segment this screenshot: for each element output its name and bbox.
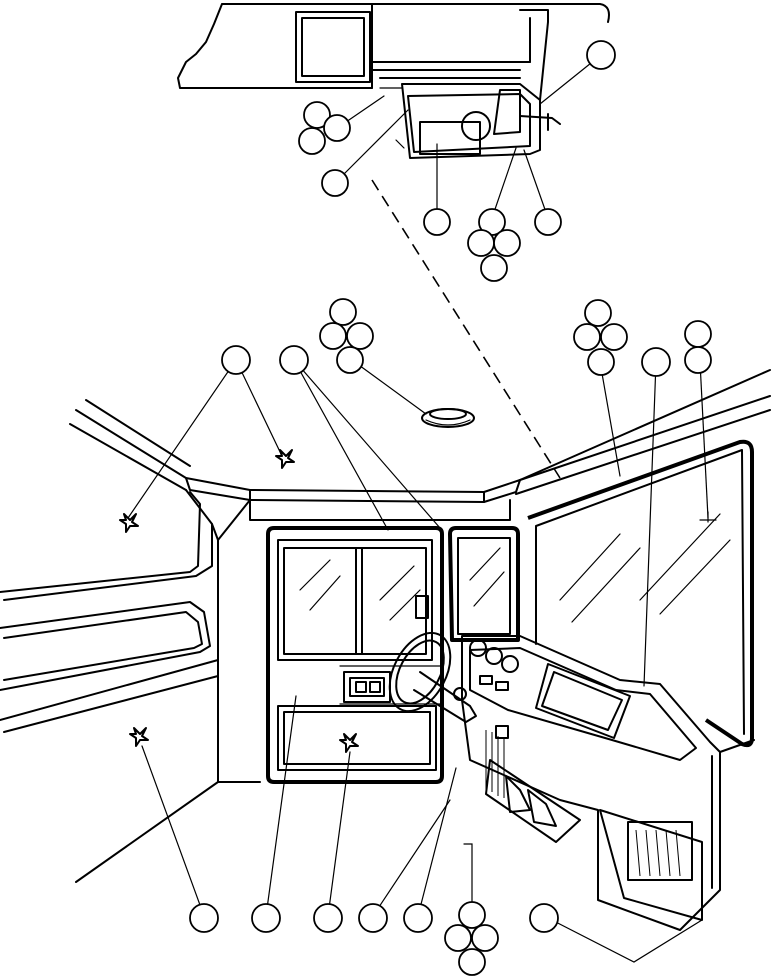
callout-balloon [298,127,326,155]
callout-balloon [189,903,219,933]
callout-balloon [529,903,559,933]
callout-balloon [587,348,615,376]
callout-balloon [458,901,486,929]
callout-balloon [403,903,433,933]
callout-balloon [303,101,331,129]
detail-location-line [371,179,561,479]
windshield [527,439,754,748]
callout-balloon [329,298,357,326]
callout-balloon [600,323,628,351]
callout-balloon [458,948,486,976]
callout-balloon [321,169,349,197]
callout-balloon [534,208,562,236]
callout-balloon [480,254,508,282]
callout-balloon [684,320,712,348]
callout-balloon [493,229,521,257]
callout-balloons [189,40,712,976]
rear-door [266,526,444,784]
callout-balloon [279,345,309,375]
callout-balloon [358,903,388,933]
callout-balloon [467,229,495,257]
cab-structure [0,369,771,883]
callout-balloon [346,322,374,350]
fastener-icons [119,449,359,753]
callout-balloon [221,345,251,375]
callout-balloon [444,924,472,952]
roof-detail [177,3,610,159]
callout-balloon [573,323,601,351]
callout-balloon [423,208,451,236]
callout-balloon [319,322,347,350]
callout-balloon [336,346,364,374]
dashboard [388,631,755,931]
callout-balloon [641,347,671,377]
callout-balloon [684,346,712,374]
callout-balloon [584,299,612,327]
leader-lines [127,54,709,963]
callout-balloon [313,903,343,933]
callout-balloon [471,924,499,952]
callout-balloon [586,40,616,70]
dome-light [421,408,475,428]
side-window [448,526,520,642]
callout-balloon [323,114,351,142]
callout-balloon [251,903,281,933]
